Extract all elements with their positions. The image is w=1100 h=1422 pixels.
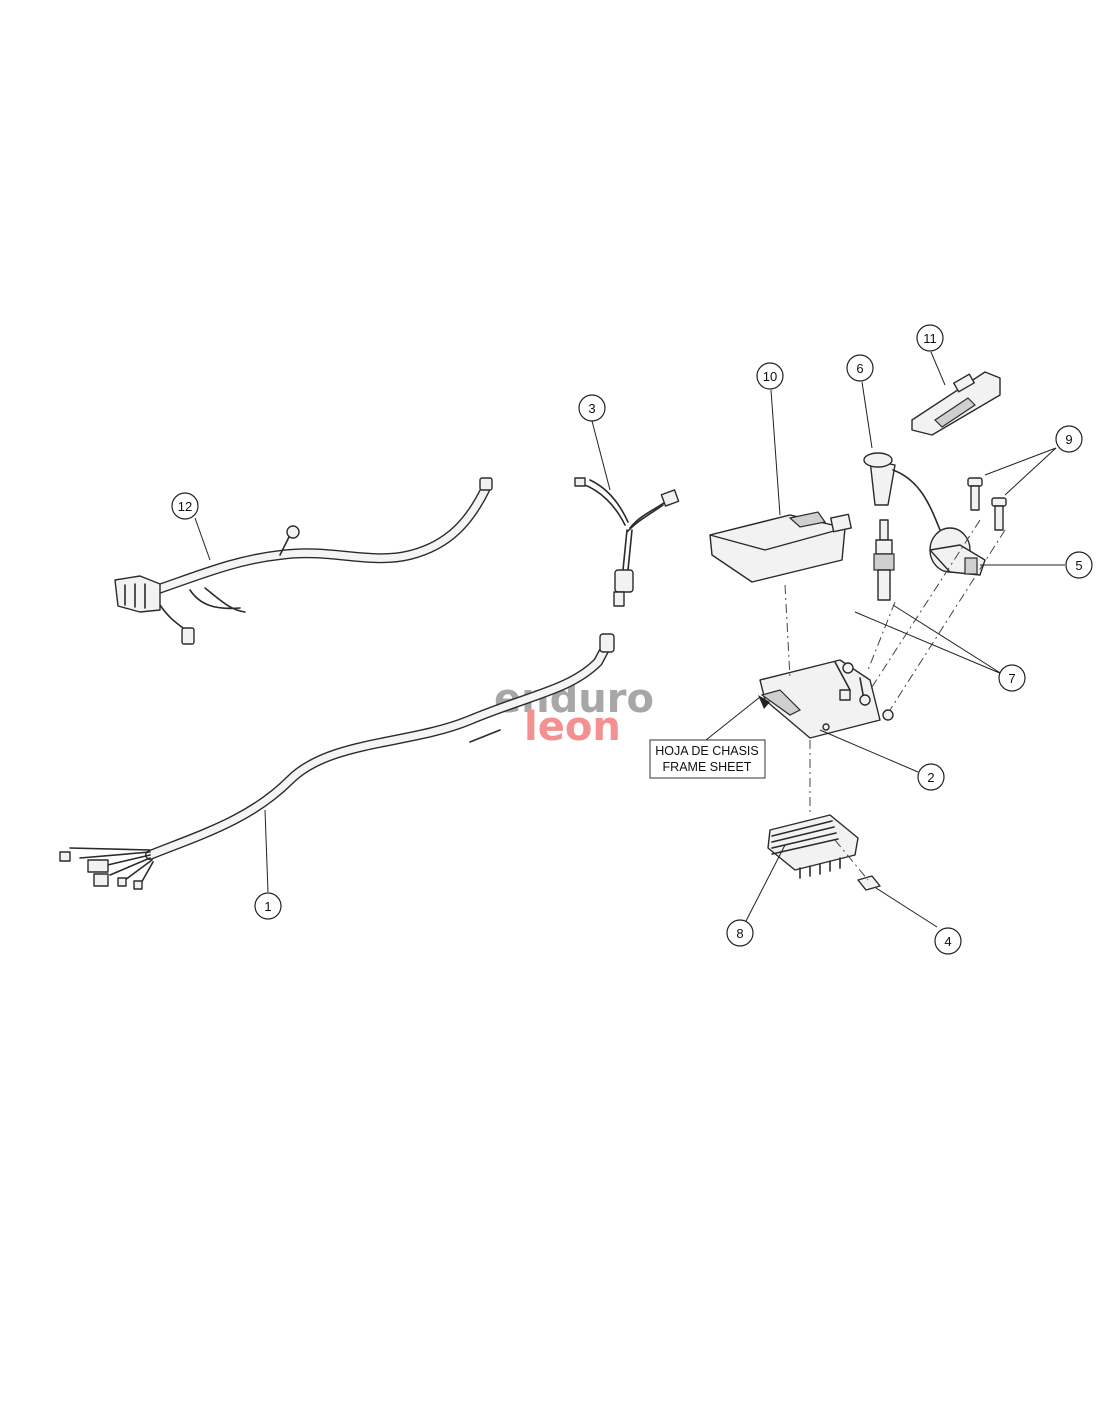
callout-4-label: 4 [944,934,951,949]
callout-1-label: 1 [264,899,271,914]
callout-2: 2 [917,763,945,791]
assembly-lines [784,519,1006,881]
callout-7-label: 7 [1008,671,1015,686]
part-6-plug-cap [863,452,941,531]
watermark-word-leon: leon [524,704,621,750]
part-2-bracket [759,659,894,739]
note-box-line-2: FRAME SHEET [663,760,752,774]
callout-9-label: 9 [1065,432,1072,447]
part-10-cdi-unit [709,511,852,583]
callout-6: 6 [846,354,874,382]
callout-8: 8 [726,919,754,947]
part-8-regulator [767,814,859,879]
callout-8-label: 8 [736,926,743,941]
part-7-spark-plug [873,519,895,601]
part-11-module [911,371,1001,436]
callout-10-label: 10 [763,369,777,384]
callout-7: 7 [998,664,1026,692]
note-box-line-1: HOJA DE CHASIS [655,744,759,758]
callout-3-label: 3 [588,401,595,416]
callout-5-label: 5 [1075,558,1082,573]
callout-11: 11 [916,324,944,352]
callout-12: 12 [171,492,199,520]
part-3-sub-harness [574,477,680,607]
callout-12-label: 12 [178,499,192,514]
callout-1: 1 [254,892,282,920]
callout-11-label: 11 [923,331,937,346]
part-1-main-harness [59,633,615,890]
callout-6-label: 6 [856,361,863,376]
callout-5: 5 [1065,551,1093,579]
frame-sheet-note-box: HOJA DE CHASIS FRAME SHEET [649,739,766,779]
part-12-wiring-loom [114,477,493,645]
part-9-screws [967,477,1007,531]
part-4-clip-nut [857,875,881,891]
callout-4: 4 [934,927,962,955]
callout-3: 3 [578,394,606,422]
callout-10: 10 [756,362,784,390]
part-5-ignition-coil [929,527,986,576]
watermark-logo: enduro leon [494,676,654,750]
leader-lines [194,351,1065,928]
callout-9: 9 [1055,425,1083,453]
callout-2-label: 2 [927,770,934,785]
